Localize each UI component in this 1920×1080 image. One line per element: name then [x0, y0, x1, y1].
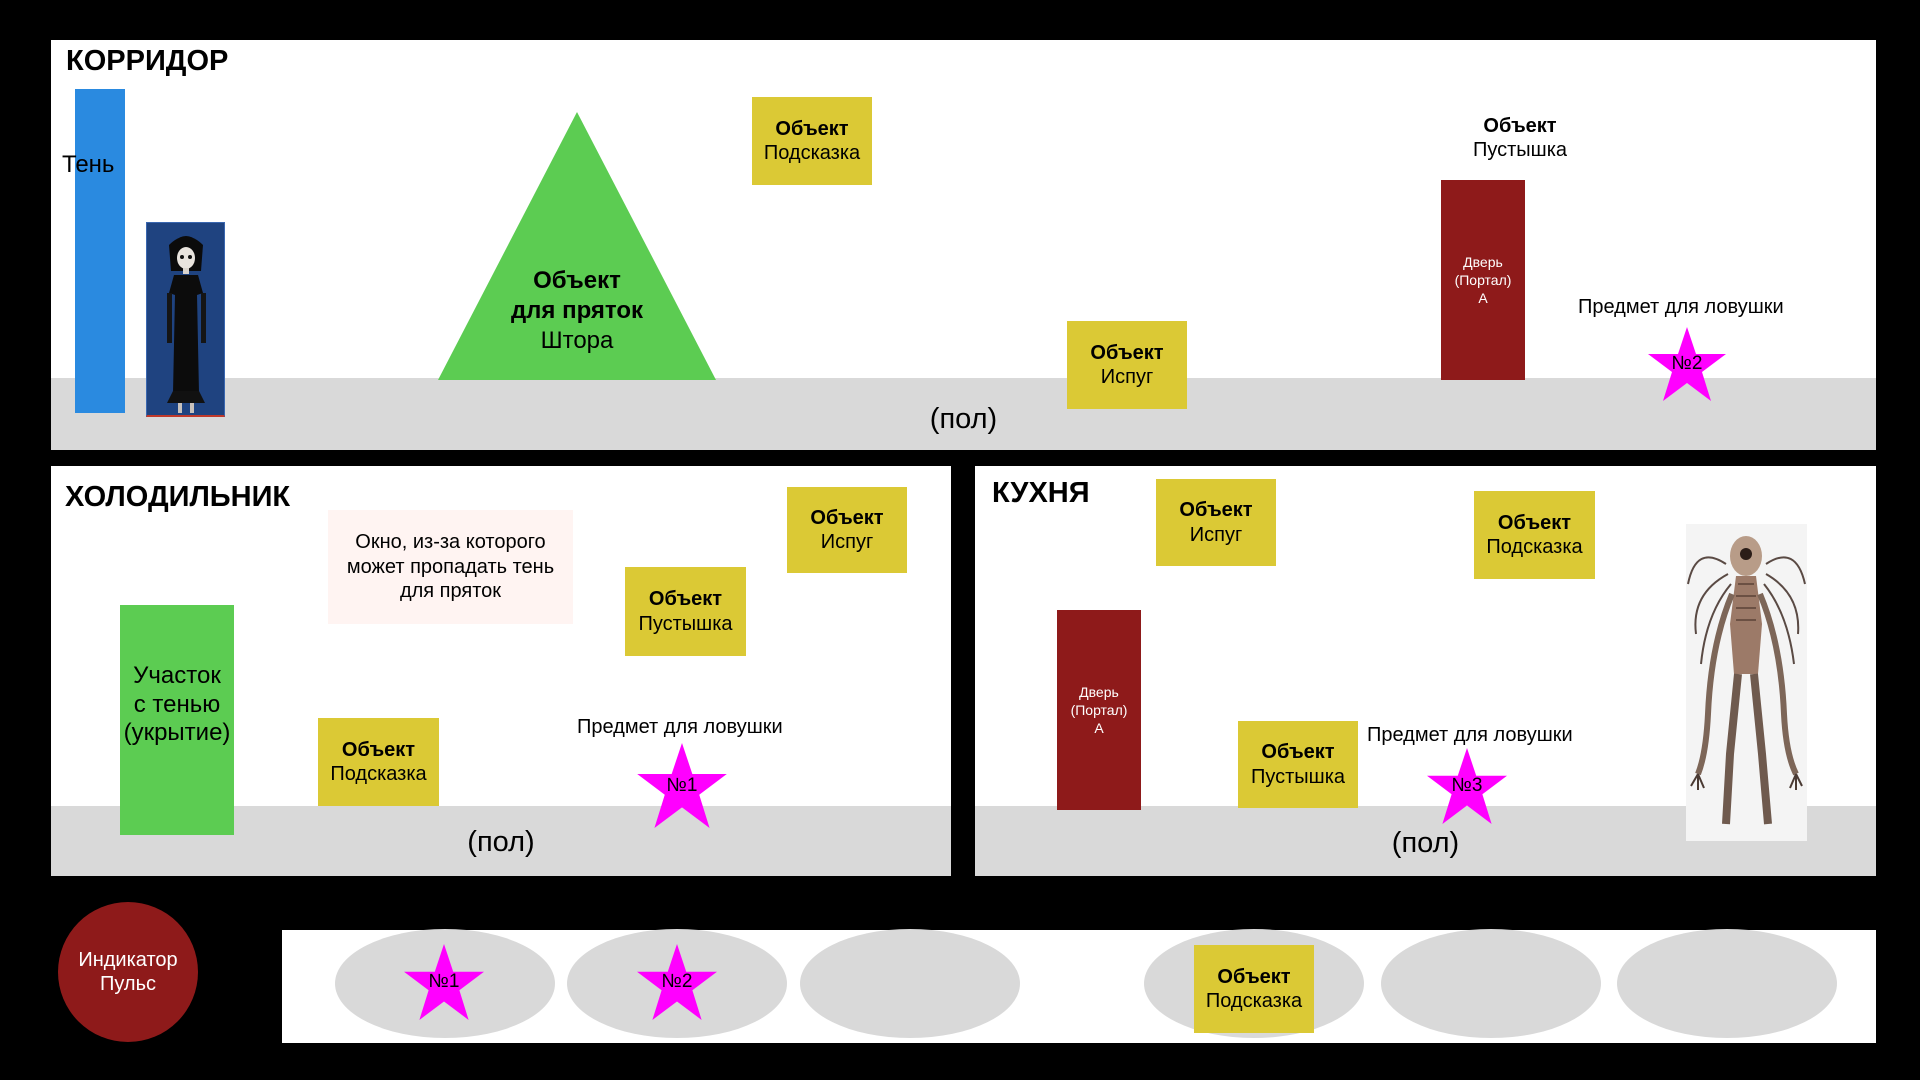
shelter-line3: (укрытие)	[123, 719, 231, 747]
monster-figure	[1687, 536, 1806, 825]
corridor-dummy-subtitle: Пустышка	[1472, 139, 1568, 161]
player-character	[146, 222, 225, 417]
fridge-hint-title: Объект	[341, 738, 416, 761]
corridor-trap-label: Предмет для ловушки	[1578, 296, 1784, 318]
window-note: Окно, из-за которого может пропадать тен…	[328, 510, 573, 624]
inventory-slot-2-star-label: №2	[661, 971, 693, 992]
hide-object-curtain[interactable]	[438, 112, 716, 380]
corridor-scare-object[interactable]: Объект Испуг	[1067, 321, 1187, 409]
fridge-dummy-subtitle: Пустышка	[638, 612, 733, 635]
inventory-slot-1-star-label: №1	[428, 971, 460, 992]
kitchen-trap-star-label: №3	[1451, 775, 1483, 796]
fridge-hint-object[interactable]: Объект Подсказка	[318, 718, 439, 806]
kitchen-trap-star[interactable]: №3	[1427, 748, 1507, 824]
inventory-slot-4-subtitle: Подсказка	[1205, 990, 1303, 1012]
kitchen-dummy-object[interactable]: Объект Пустышка	[1238, 721, 1358, 808]
kitchen-scare-object[interactable]: Объект Испуг	[1156, 479, 1276, 566]
fridge-floor-label: (пол)	[467, 825, 535, 858]
player-character-figure	[147, 223, 224, 415]
kitchen-dummy-subtitle: Пустышка	[1250, 765, 1346, 788]
star-icon	[404, 944, 484, 1020]
inventory-slot-5[interactable]	[1381, 929, 1601, 1038]
kitchen-scare-subtitle: Испуг	[1189, 523, 1243, 546]
fridge-floor: (пол)	[51, 806, 951, 876]
corridor-door-line3: А	[1478, 290, 1488, 307]
corridor-hint-object[interactable]: Объект Подсказка	[752, 97, 872, 185]
kitchen-scare-title: Объект	[1179, 499, 1253, 522]
window-note-line1: Окно, из-за которого	[355, 531, 546, 554]
pulse-line2: Пульс	[99, 973, 157, 995]
corridor-floor: (пол)	[51, 378, 1876, 450]
hide-object-line1: Объект	[533, 267, 621, 294]
hide-object-label: Объект для пряток Штора	[470, 266, 684, 356]
shelter-line1: Участок	[133, 661, 221, 689]
kitchen-hint-title: Объект	[1497, 511, 1572, 534]
inventory-slot-4-item: Объект Подсказка	[1194, 945, 1314, 1033]
inventory-slot-1-star: №1	[404, 944, 484, 1020]
kitchen-hint-object[interactable]: Объект Подсказка	[1474, 491, 1595, 579]
kitchen-trap-label: Предмет для ловушки	[1367, 724, 1573, 746]
kitchen-floor-label: (пол)	[1391, 826, 1460, 859]
shadow-column	[75, 89, 125, 413]
corridor-hint-title: Объект	[775, 117, 849, 140]
window-note-line3: для пряток	[399, 580, 502, 603]
inventory-slot-3[interactable]	[800, 929, 1020, 1038]
corridor-dummy-object[interactable]: Объект Пустышка	[1440, 112, 1600, 164]
hide-object-line2: для пряток	[510, 297, 644, 324]
star-icon	[637, 944, 717, 1020]
window-note-line2: может пропадать тень	[346, 555, 555, 578]
corridor-scare-title: Объект	[1090, 341, 1164, 364]
inventory-slot-2-star: №2	[637, 944, 717, 1020]
fridge-title: ХОЛОДИЛЬНИК	[65, 481, 291, 513]
corridor-dummy-title: Объект	[1483, 114, 1557, 137]
fridge-scare-title: Объект	[810, 506, 884, 529]
star-icon	[1648, 327, 1726, 401]
corridor-door-line2: (Портал)	[1454, 271, 1512, 288]
fridge-dummy-title: Объект	[648, 588, 723, 611]
fridge-trap-star[interactable]: №1	[637, 743, 727, 828]
corridor-title: КОРРИДОР	[66, 45, 229, 77]
hide-object-line3: Штора	[540, 327, 614, 354]
corridor-trap-star-label: №2	[1671, 353, 1703, 374]
star-icon	[637, 743, 727, 828]
fridge-scare-subtitle: Испуг	[820, 531, 874, 553]
kitchen-dummy-title: Объект	[1261, 741, 1335, 764]
monster-character	[1686, 524, 1807, 841]
kitchen-title: КУХНЯ	[992, 477, 1090, 509]
corridor-door-portal-a[interactable]: Дверь (Портал) А	[1441, 180, 1525, 380]
fridge-scare-object[interactable]: Объект Испуг	[787, 487, 907, 573]
inventory-slot-4-title: Объект	[1217, 965, 1291, 988]
pulse-indicator: Индикатор Пульс	[58, 902, 198, 1042]
shadow-label: Тень	[62, 151, 115, 178]
fridge-dummy-object[interactable]: Объект Пустышка	[625, 567, 746, 656]
kitchen-door-portal-a[interactable]: Дверь (Портал) А	[1057, 610, 1141, 810]
inventory-slot-6[interactable]	[1617, 929, 1837, 1038]
shelter-shadow-area[interactable]: Участок с тенью (укрытие)	[120, 605, 234, 835]
fridge-trap-star-label: №1	[666, 774, 698, 796]
kitchen-door-line2: (Портал)	[1070, 701, 1128, 718]
shelter-line2: с тенью	[133, 690, 221, 718]
fridge-trap-label: Предмет для ловушки	[577, 716, 783, 738]
fridge-hint-subtitle: Подсказка	[330, 763, 427, 785]
kitchen-door-line3: А	[1094, 720, 1104, 737]
corridor-trap-star[interactable]: №2	[1648, 327, 1726, 401]
corridor-hint-subtitle: Подсказка	[763, 142, 861, 164]
corridor-floor-label: (пол)	[929, 402, 998, 435]
kitchen-hint-subtitle: Подсказка	[1486, 536, 1583, 558]
corridor-scare-subtitle: Испуг	[1100, 366, 1154, 388]
corridor-door-line1: Дверь	[1463, 253, 1503, 270]
pulse-line1: Индикатор	[78, 948, 178, 971]
kitchen-door-line1: Дверь	[1079, 683, 1119, 700]
star-icon	[1427, 748, 1507, 824]
